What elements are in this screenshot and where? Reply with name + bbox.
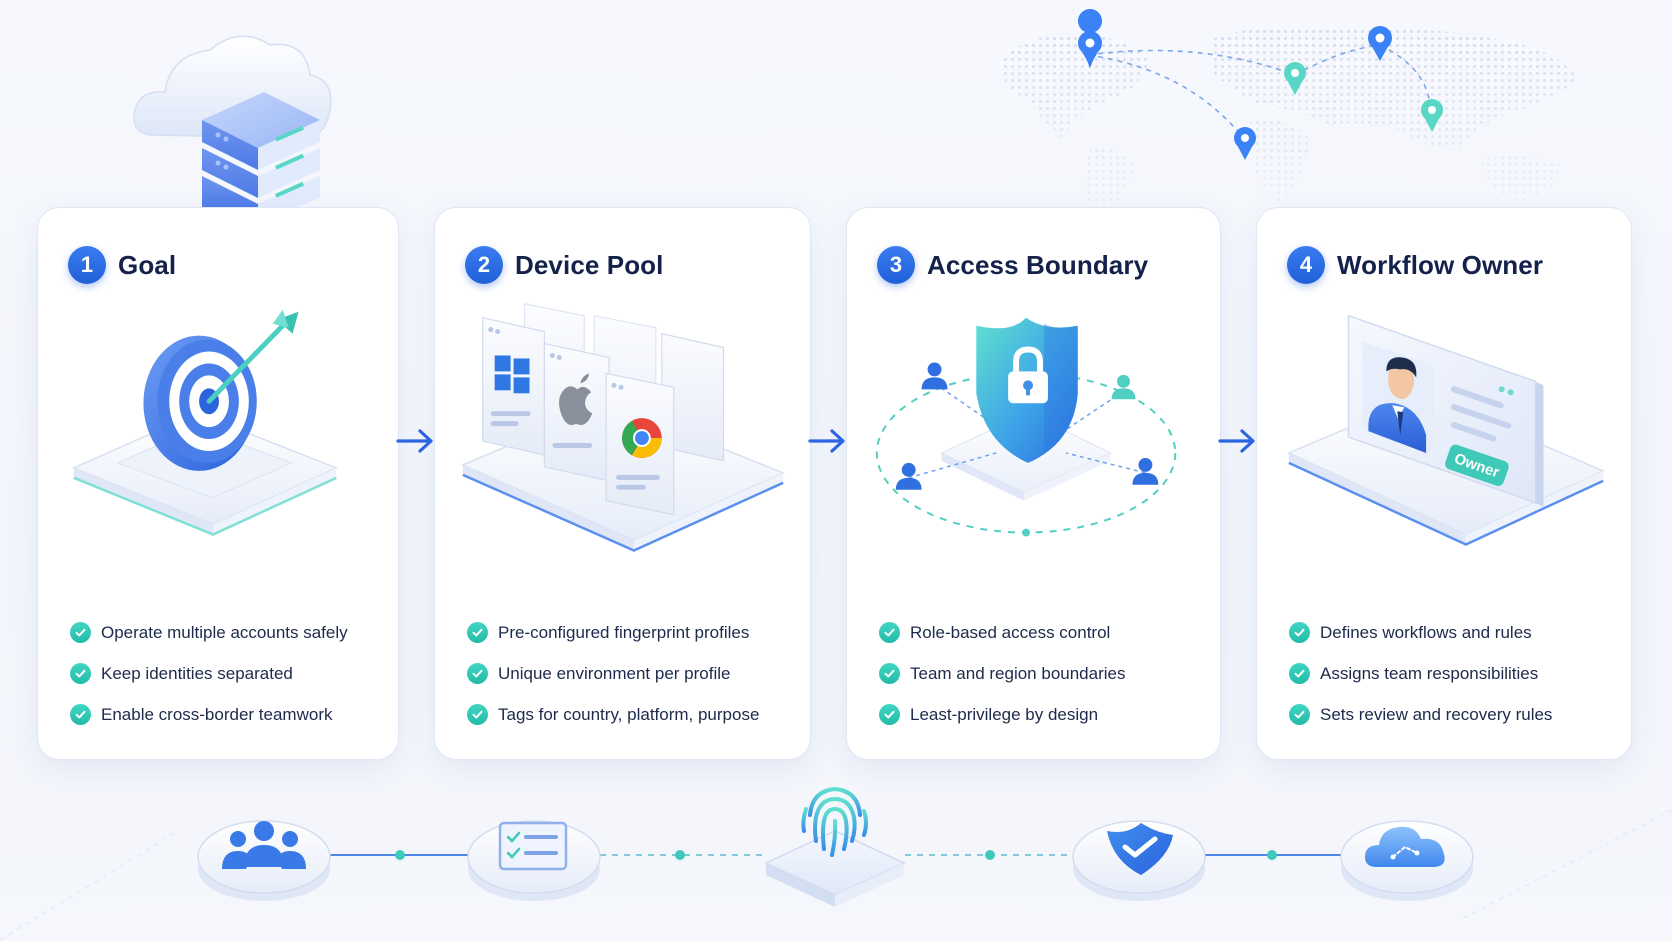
step-card-access-boundary: 3 Access Boundary Role-based acces — [846, 207, 1221, 760]
check-icon — [70, 622, 91, 643]
step-header: 1 Goal — [68, 246, 176, 284]
cloud-icon — [1340, 820, 1474, 901]
step-bullet-list: Pre-configured fingerprint profiles Uniq… — [467, 612, 759, 735]
bullet-text: Defines workflows and rules — [1320, 622, 1532, 642]
world-map-decoration — [1000, 8, 1580, 210]
fingerprint-icon — [764, 786, 906, 907]
step-title: Goal — [118, 249, 177, 280]
browser-profiles-icon — [460, 303, 786, 552]
step-number-badge: 2 — [465, 246, 503, 284]
step-number-badge: 1 — [68, 246, 106, 284]
list-item: Keep identities separated — [70, 653, 348, 694]
step-title: Workflow Owner — [1337, 249, 1544, 280]
bullet-text: Keep identities separated — [101, 663, 293, 683]
bullet-text: Pre-configured fingerprint profiles — [498, 622, 750, 642]
bullet-text: Team and region boundaries — [910, 663, 1126, 683]
list-item: Team and region boundaries — [879, 653, 1125, 694]
check-icon — [70, 704, 91, 725]
check-icon — [879, 622, 900, 643]
list-item: Operate multiple accounts safely — [70, 612, 348, 653]
owner-profile-icon: Owner — [1286, 314, 1605, 546]
arrow-right-icon — [1218, 429, 1255, 453]
check-icon — [1289, 663, 1310, 684]
check-icon — [1289, 622, 1310, 643]
bullet-text: Least-privilege by design — [910, 704, 1099, 724]
bottom-connector-lines — [0, 809, 1672, 941]
shield-lock-icon — [875, 317, 1177, 537]
check-icon — [70, 663, 91, 684]
step-number-badge: 3 — [877, 246, 915, 284]
step-bullet-list: Operate multiple accounts safely Keep id… — [70, 612, 348, 735]
bullet-text: Assigns team responsibilities — [1320, 663, 1539, 683]
step-title: Device Pool — [515, 249, 664, 280]
list-item: Assigns team responsibilities — [1289, 653, 1552, 694]
list-item: Unique environment per profile — [467, 653, 759, 694]
check-icon — [467, 622, 488, 643]
step-bullet-list: Role-based access control Team and regio… — [879, 612, 1125, 735]
bullet-text: Role-based access control — [910, 622, 1111, 642]
bullet-text: Unique environment per profile — [498, 663, 731, 683]
list-item: Defines workflows and rules — [1289, 612, 1552, 653]
step-header: 3 Access Boundary — [877, 246, 1148, 284]
checklist-icon — [467, 820, 601, 901]
list-item: Sets review and recovery rules — [1289, 694, 1552, 735]
list-item: Enable cross-border teamwork — [70, 694, 348, 735]
check-icon — [879, 663, 900, 684]
bullet-text: Sets review and recovery rules — [1320, 704, 1553, 724]
shield-check-icon — [1072, 820, 1206, 901]
check-icon — [467, 663, 488, 684]
bullet-text: Operate multiple accounts safely — [101, 622, 348, 642]
step-number-badge: 4 — [1287, 246, 1325, 284]
arrow-right-icon — [808, 429, 845, 453]
target-icon — [71, 309, 339, 536]
list-item: Role-based access control — [879, 612, 1125, 653]
check-icon — [467, 704, 488, 725]
step-bullet-list: Defines workflows and rules Assigns team… — [1289, 612, 1552, 735]
check-icon — [879, 704, 900, 725]
step-header: 2 Device Pool — [465, 246, 664, 284]
list-item: Pre-configured fingerprint profiles — [467, 612, 759, 653]
arrow-right-icon — [396, 429, 433, 453]
list-item: Least-privilege by design — [879, 694, 1125, 735]
team-icon — [197, 820, 331, 901]
step-title: Access Boundary — [927, 249, 1149, 280]
step-card-workflow-owner: 4 Workflow Owner Owner Defines — [1256, 207, 1632, 760]
step-header: 4 Workflow Owner — [1287, 246, 1543, 284]
check-icon — [1289, 704, 1310, 725]
step-card-goal: 1 Goal Operate multiple accounts safely … — [37, 207, 399, 760]
bullet-text: Tags for country, platform, purpose — [498, 704, 760, 724]
cloud-server-decoration — [133, 35, 332, 210]
step-card-device-pool: 2 Device Pool — [434, 207, 811, 760]
list-item: Tags for country, platform, purpose — [467, 694, 759, 735]
bullet-text: Enable cross-border teamwork — [101, 704, 333, 724]
